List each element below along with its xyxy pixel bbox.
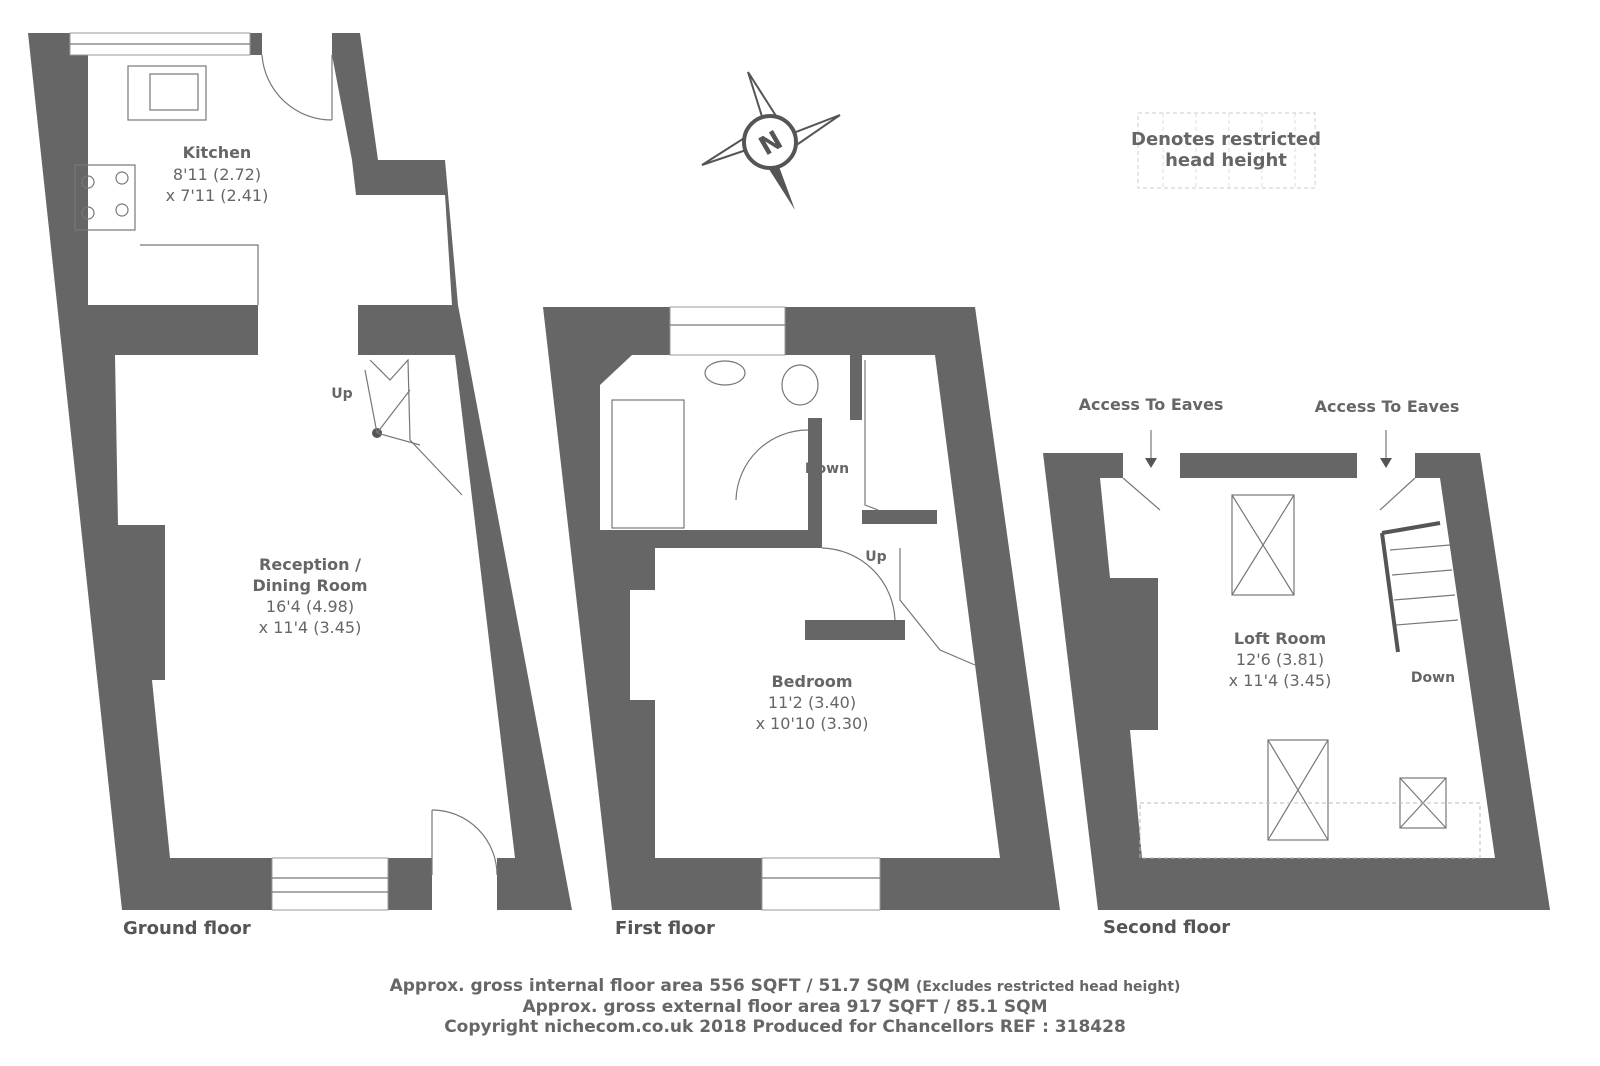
reception-name-2: Dining Room bbox=[252, 576, 367, 595]
kitchen-room bbox=[88, 55, 452, 305]
bedroom-dim2: x 10'10 (3.30) bbox=[756, 714, 869, 733]
footer-copyright: Copyright nichecom.co.uk 2018 Produced f… bbox=[444, 1017, 1126, 1037]
footer-internal-area: Approx. gross internal floor area 556 SQ… bbox=[390, 976, 1181, 996]
loft-stairs-down: Down bbox=[1411, 670, 1455, 686]
bedroom-dim1: 11'2 (3.40) bbox=[768, 693, 856, 712]
compass-icon: N bbox=[701, 71, 841, 210]
reception-dim1: 16'4 (4.98) bbox=[266, 597, 354, 616]
first-stairs-up: Up bbox=[865, 549, 886, 565]
kitchen-name: Kitchen bbox=[183, 143, 252, 162]
eaves-access-left: Access To Eaves bbox=[1079, 395, 1224, 414]
footer-external-area: Approx. gross external floor area 917 SQ… bbox=[522, 997, 1047, 1017]
second-floor-plan bbox=[1043, 453, 1550, 910]
reception-dim2: x 11'4 (3.45) bbox=[259, 618, 362, 637]
ground-stairs-up: Up bbox=[331, 386, 352, 402]
bedroom-name: Bedroom bbox=[771, 672, 852, 691]
internal-area-note: (Excludes restricted head height) bbox=[916, 979, 1180, 995]
first-floor-plan bbox=[543, 306, 1060, 911]
first-stairs-down: Down bbox=[805, 461, 849, 477]
internal-area-text: Approx. gross internal floor area 556 SQ… bbox=[390, 976, 910, 996]
bathroom-bedroom-area bbox=[600, 355, 1000, 858]
reception-name-1: Reception / bbox=[259, 555, 361, 574]
legend-line-1: Denotes restricted bbox=[1131, 129, 1321, 150]
ground-floor-plan bbox=[28, 32, 572, 911]
eaves-access-right: Access To Eaves bbox=[1315, 397, 1460, 416]
ground-floor-label: Ground floor bbox=[123, 918, 251, 939]
restricted-height-legend: Denotes restricted head height bbox=[1131, 112, 1321, 189]
first-floor-label: First floor bbox=[615, 918, 715, 939]
reception-room bbox=[115, 355, 515, 858]
second-floor-label: Second floor bbox=[1103, 917, 1230, 938]
loft-room bbox=[1100, 478, 1495, 858]
loft-dim2: x 11'4 (3.45) bbox=[1229, 671, 1332, 690]
legend-line-2: head height bbox=[1165, 150, 1287, 171]
kitchen-dim2: x 7'11 (2.41) bbox=[166, 186, 269, 205]
loft-dim1: 12'6 (3.81) bbox=[1236, 650, 1324, 669]
kitchen-dim1: 8'11 (2.72) bbox=[173, 165, 261, 184]
loft-name: Loft Room bbox=[1234, 629, 1326, 648]
